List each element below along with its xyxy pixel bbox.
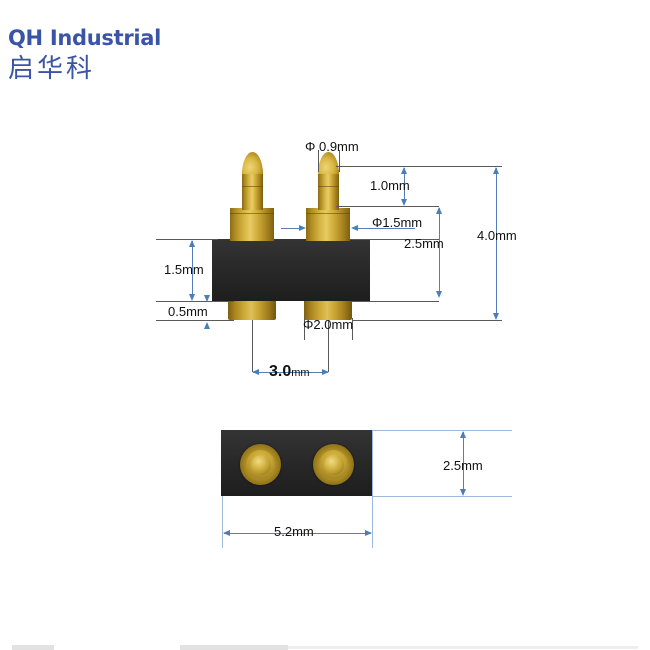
dimension-pin-pitch-value: 3.0 xyxy=(269,363,292,380)
ext-line-pin-top xyxy=(336,166,502,167)
dimension-pin-head-dia-label: Φ 0.9mm xyxy=(305,139,359,154)
dimension-barrel-dia-label: Φ1.5mm xyxy=(372,215,423,230)
ext-line-tail-bottom-left xyxy=(156,320,234,321)
dimension-body-depth-arrow-up xyxy=(460,431,466,438)
dimension-total-height-arrow-down xyxy=(493,313,499,320)
dimension-barrel-dia-arrow-right xyxy=(299,225,306,231)
dimension-barrel-dia-line-left xyxy=(281,228,303,229)
dimension-plunger-travel-label: 1.0mm xyxy=(370,178,410,193)
ext-line-tail-dia-left xyxy=(304,318,305,340)
dimension-body-depth-arrow-down xyxy=(460,489,466,496)
ext-line-tail-dia-right xyxy=(352,318,353,340)
ext-line-head-dia-right xyxy=(339,150,340,172)
dimension-tail-height-arrow-down xyxy=(204,295,210,302)
pin-left-barrel-seam xyxy=(230,213,274,214)
ext-line-pitch-left xyxy=(252,320,253,372)
dimension-body-height-line xyxy=(192,241,193,299)
ext-line-bottom-right xyxy=(372,430,373,548)
dimension-total-height-line xyxy=(496,168,497,318)
bottom-ui-strip-middle xyxy=(180,645,288,650)
pin-left-plunger xyxy=(242,170,263,210)
bottom-ui-strip-right xyxy=(288,646,638,649)
brand-logo: QH Industrial 启华科 xyxy=(8,26,308,84)
ext-line-pitch-right xyxy=(328,320,329,372)
dimension-plunger-travel-arrow-down xyxy=(401,199,407,206)
connector-body-side xyxy=(212,239,370,301)
pin-right-plunger-seam xyxy=(318,186,339,187)
dimension-body-height-arrow-down xyxy=(189,294,195,301)
pin-left-plunger-seam xyxy=(242,186,263,187)
pin-left-head xyxy=(242,152,263,174)
dimension-pin-above-body-label: 2.5mm xyxy=(404,236,444,251)
dimension-pin-above-body-arrow-down xyxy=(436,291,442,298)
dimension-barrel-dia-line-right xyxy=(355,228,415,229)
dimension-pin-pitch-label: 3.0mm xyxy=(269,364,310,380)
pin-left-tail xyxy=(228,301,276,320)
brand-name-en: QH Industrial xyxy=(8,26,162,50)
pin-right-barrel-seam xyxy=(306,213,350,214)
ext-line-body-top-right xyxy=(348,239,439,240)
ext-line-body-bottom-left xyxy=(156,301,234,302)
dimension-pin-pitch-arrow-left xyxy=(252,369,259,375)
dimension-pin-above-body-arrow-up xyxy=(436,207,442,214)
ext-line-overall-bottom xyxy=(352,320,502,321)
dimension-body-depth-label: 2.5mm xyxy=(443,458,483,473)
brand-name-cn: 启华科 xyxy=(8,54,96,84)
dimension-body-height-arrow-up xyxy=(189,240,195,247)
dimension-plunger-travel-arrow-up xyxy=(401,167,407,174)
pad-right-dome xyxy=(324,455,344,475)
pin-right-plunger xyxy=(318,170,339,210)
dimension-body-width-arrow-right xyxy=(365,530,372,536)
ext-line-body-bottom-right xyxy=(352,301,439,302)
dimension-tail-height-arrow-up xyxy=(204,322,210,329)
dimension-total-height-label: 4.0mm xyxy=(477,228,517,243)
dimension-body-height-label: 1.5mm xyxy=(164,262,204,277)
dimension-body-width-line xyxy=(224,533,371,534)
dimension-pin-pitch-unit: mm xyxy=(291,367,310,379)
dimension-barrel-dia-arrow-left xyxy=(351,225,358,231)
pin-right-tail xyxy=(304,301,352,320)
ext-line-plunger-shoulder xyxy=(336,206,439,207)
dimension-plunger-travel-line xyxy=(404,168,405,204)
dimension-body-depth-line xyxy=(463,432,464,494)
dimension-pin-pitch-line xyxy=(253,372,328,373)
ext-line-bottom-left xyxy=(222,496,223,548)
dimension-body-width-label: 5.2mm xyxy=(274,524,314,539)
dimension-body-width-arrow-left xyxy=(223,530,230,536)
dimension-pin-pitch-arrow-right xyxy=(322,369,329,375)
pin-right-head xyxy=(318,152,339,174)
pad-left-dome xyxy=(251,455,271,475)
dimension-total-height-arrow-up xyxy=(493,167,499,174)
dimension-tail-dia-label: Φ2.0mm xyxy=(303,317,354,332)
ext-line-head-dia-left xyxy=(318,150,319,172)
dimension-pin-above-body-line xyxy=(439,208,440,296)
ext-line-body-top-left xyxy=(156,239,218,240)
ext-line-bottom-base xyxy=(372,496,512,497)
ext-line-bottom-top xyxy=(372,430,512,431)
dimension-tail-height-label: 0.5mm xyxy=(168,304,208,319)
bottom-ui-strip-left xyxy=(12,645,54,650)
